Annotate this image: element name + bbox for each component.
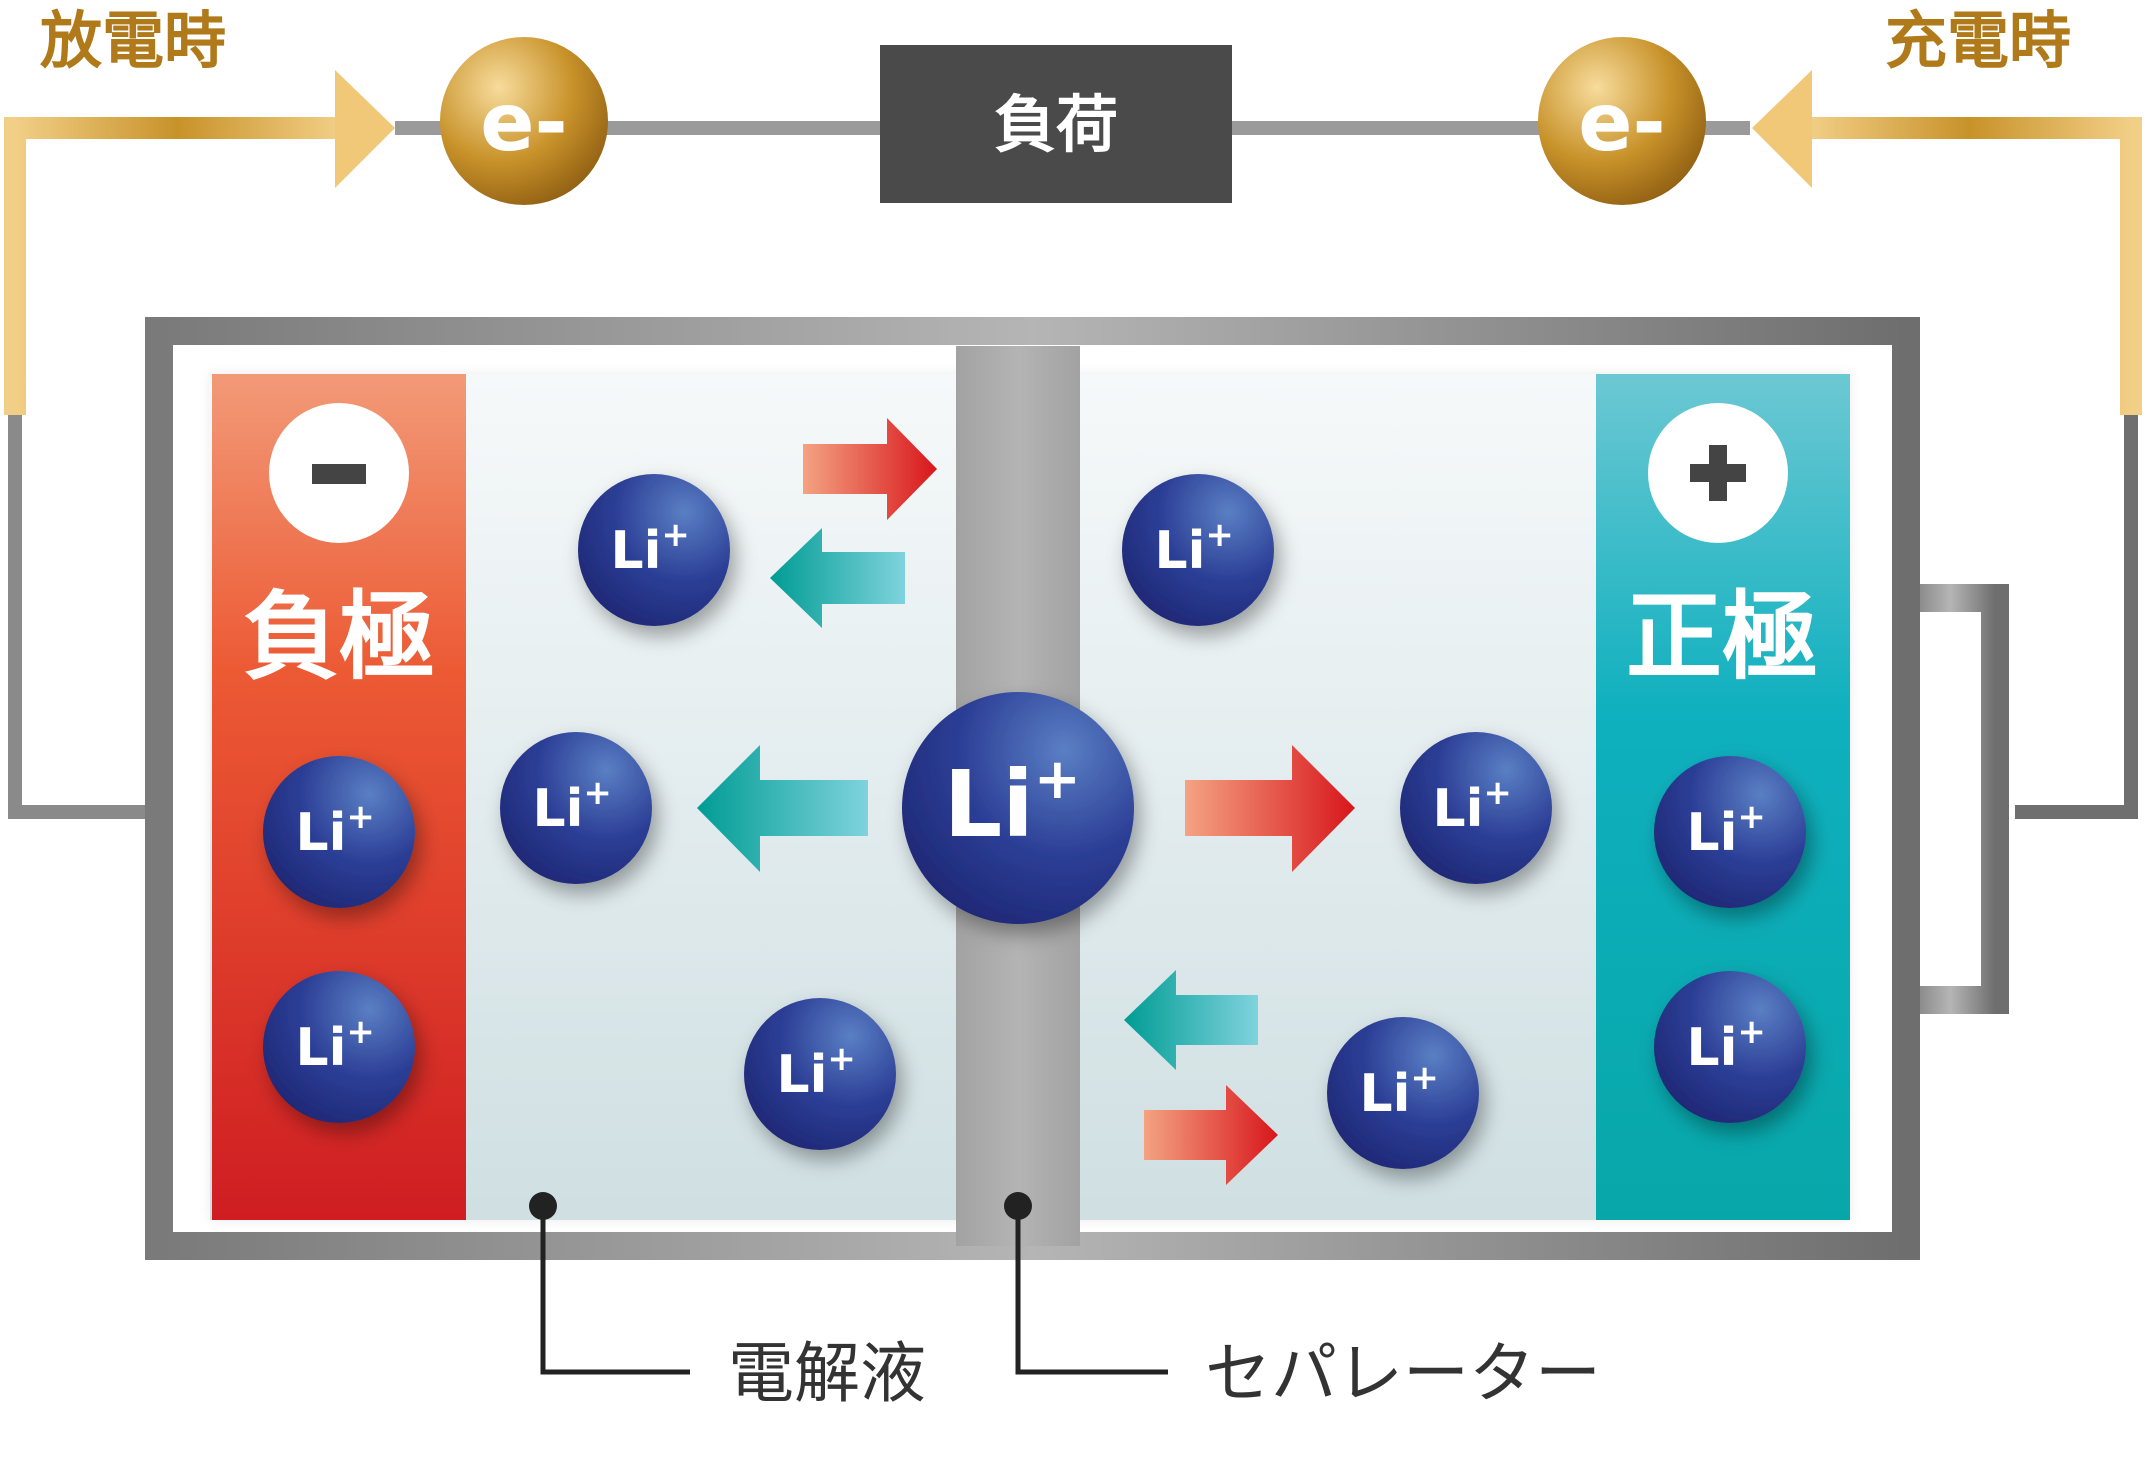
separator-label: セパレーター [1205,1335,1601,1412]
li-ion-label: Li+ [532,773,611,839]
ions: Li+ Li+ Li+ Li+ Li+ Li+ Li+ Li+ Li+ Li+ Li+ [263,474,1806,1169]
arrow-right-middle [1185,745,1355,872]
li-ion-label: Li+ [1686,1012,1765,1078]
arrow-left-middle [697,745,868,872]
positive-label: 正極 [1626,581,1818,693]
ion-flow-arrows [697,418,1355,1185]
discharge-arrowhead [335,70,395,188]
li-ion-label: Li+ [1154,515,1233,581]
li-ion-elec-l-top: Li+ [578,474,730,626]
arrow-right-top-left [803,418,937,520]
li-ion-neg-1: Li+ [263,756,415,908]
load-label: 負荷 [994,88,1118,161]
electron-right: e- [1538,37,1706,205]
li-ion-label: Li+ [295,797,374,863]
li-ion-pos-1: Li+ [1654,756,1806,908]
li-ion-label: Li+ [295,1012,374,1078]
callout-separator: セパレーター [1004,1192,1601,1412]
arrow-left-bottom-right [1124,970,1258,1070]
discharge-label: 放電時 [40,4,226,77]
right-wire [2015,415,2138,819]
callout-electrolyte: 電解液 [529,1192,926,1412]
li-ion-label: Li+ [610,515,689,581]
li-ion-elec-l-mid: Li+ [500,732,652,884]
left-wire [8,415,148,819]
li-ion-label: Li+ [776,1039,855,1105]
discharge-path [4,117,340,415]
li-ion-label: Li+ [1432,773,1511,839]
negative-label: 負極 [243,581,435,693]
arrow-right-bottom-right [1144,1085,1278,1185]
li-ion-label: Li+ [944,747,1081,858]
charge-label: 充電時 [1885,4,2071,77]
li-ion-neg-2: Li+ [263,971,415,1123]
charge-arrowhead [1752,70,1812,188]
li-ion-pos-2: Li+ [1654,971,1806,1123]
li-ion-elec-r-top: Li+ [1122,474,1274,626]
li-ion-label: Li+ [1359,1058,1438,1124]
li-ion-center: Li+ [902,692,1134,924]
case-terminal [1906,584,2009,1014]
load-box: 負荷 [880,45,1232,203]
electron-right-label: e- [1578,76,1665,169]
li-ion-label: Li+ [1686,797,1765,863]
arrow-left-top-left [770,528,905,628]
li-ion-elec-r-mid: Li+ [1400,732,1552,884]
charge-path [1808,117,2142,415]
electron-left: e- [440,37,608,205]
electron-left-label: e- [480,76,567,169]
li-ion-elec-r-bot: Li+ [1327,1017,1479,1169]
electrolyte-label: 電解液 [728,1335,926,1412]
li-ion-elec-l-bot: Li+ [744,998,896,1150]
